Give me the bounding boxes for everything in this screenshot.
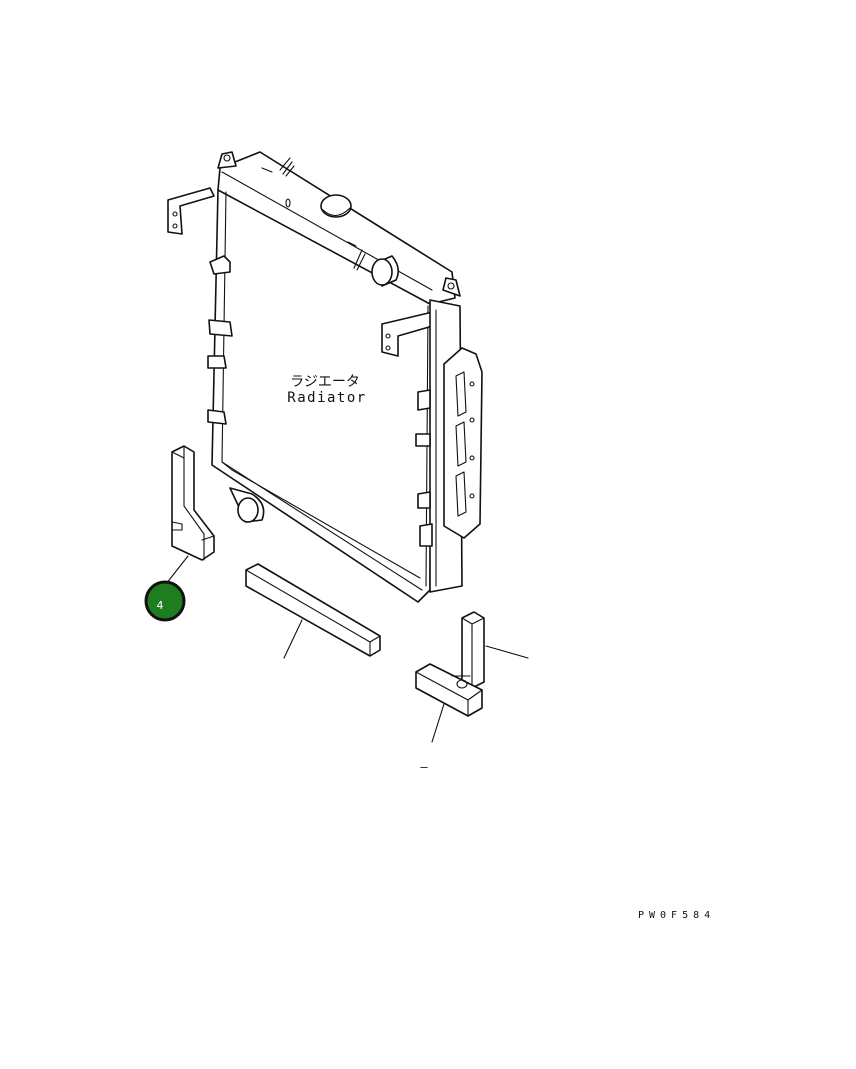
radiator-label-jp: ラジエータ [290,374,360,390]
right-foam-pieces [415,611,485,717]
callout-4-number: 4 [157,599,164,612]
bar-foam-strip [245,563,381,657]
radiator-label-en: Radiator [287,390,366,406]
radiator-assembly [167,151,483,603]
callout-4[interactable]: 4 [144,580,186,622]
drawing-code: PW0F584 [638,910,715,921]
left-foam-pad [171,445,215,561]
dash-mark: – [420,760,428,774]
